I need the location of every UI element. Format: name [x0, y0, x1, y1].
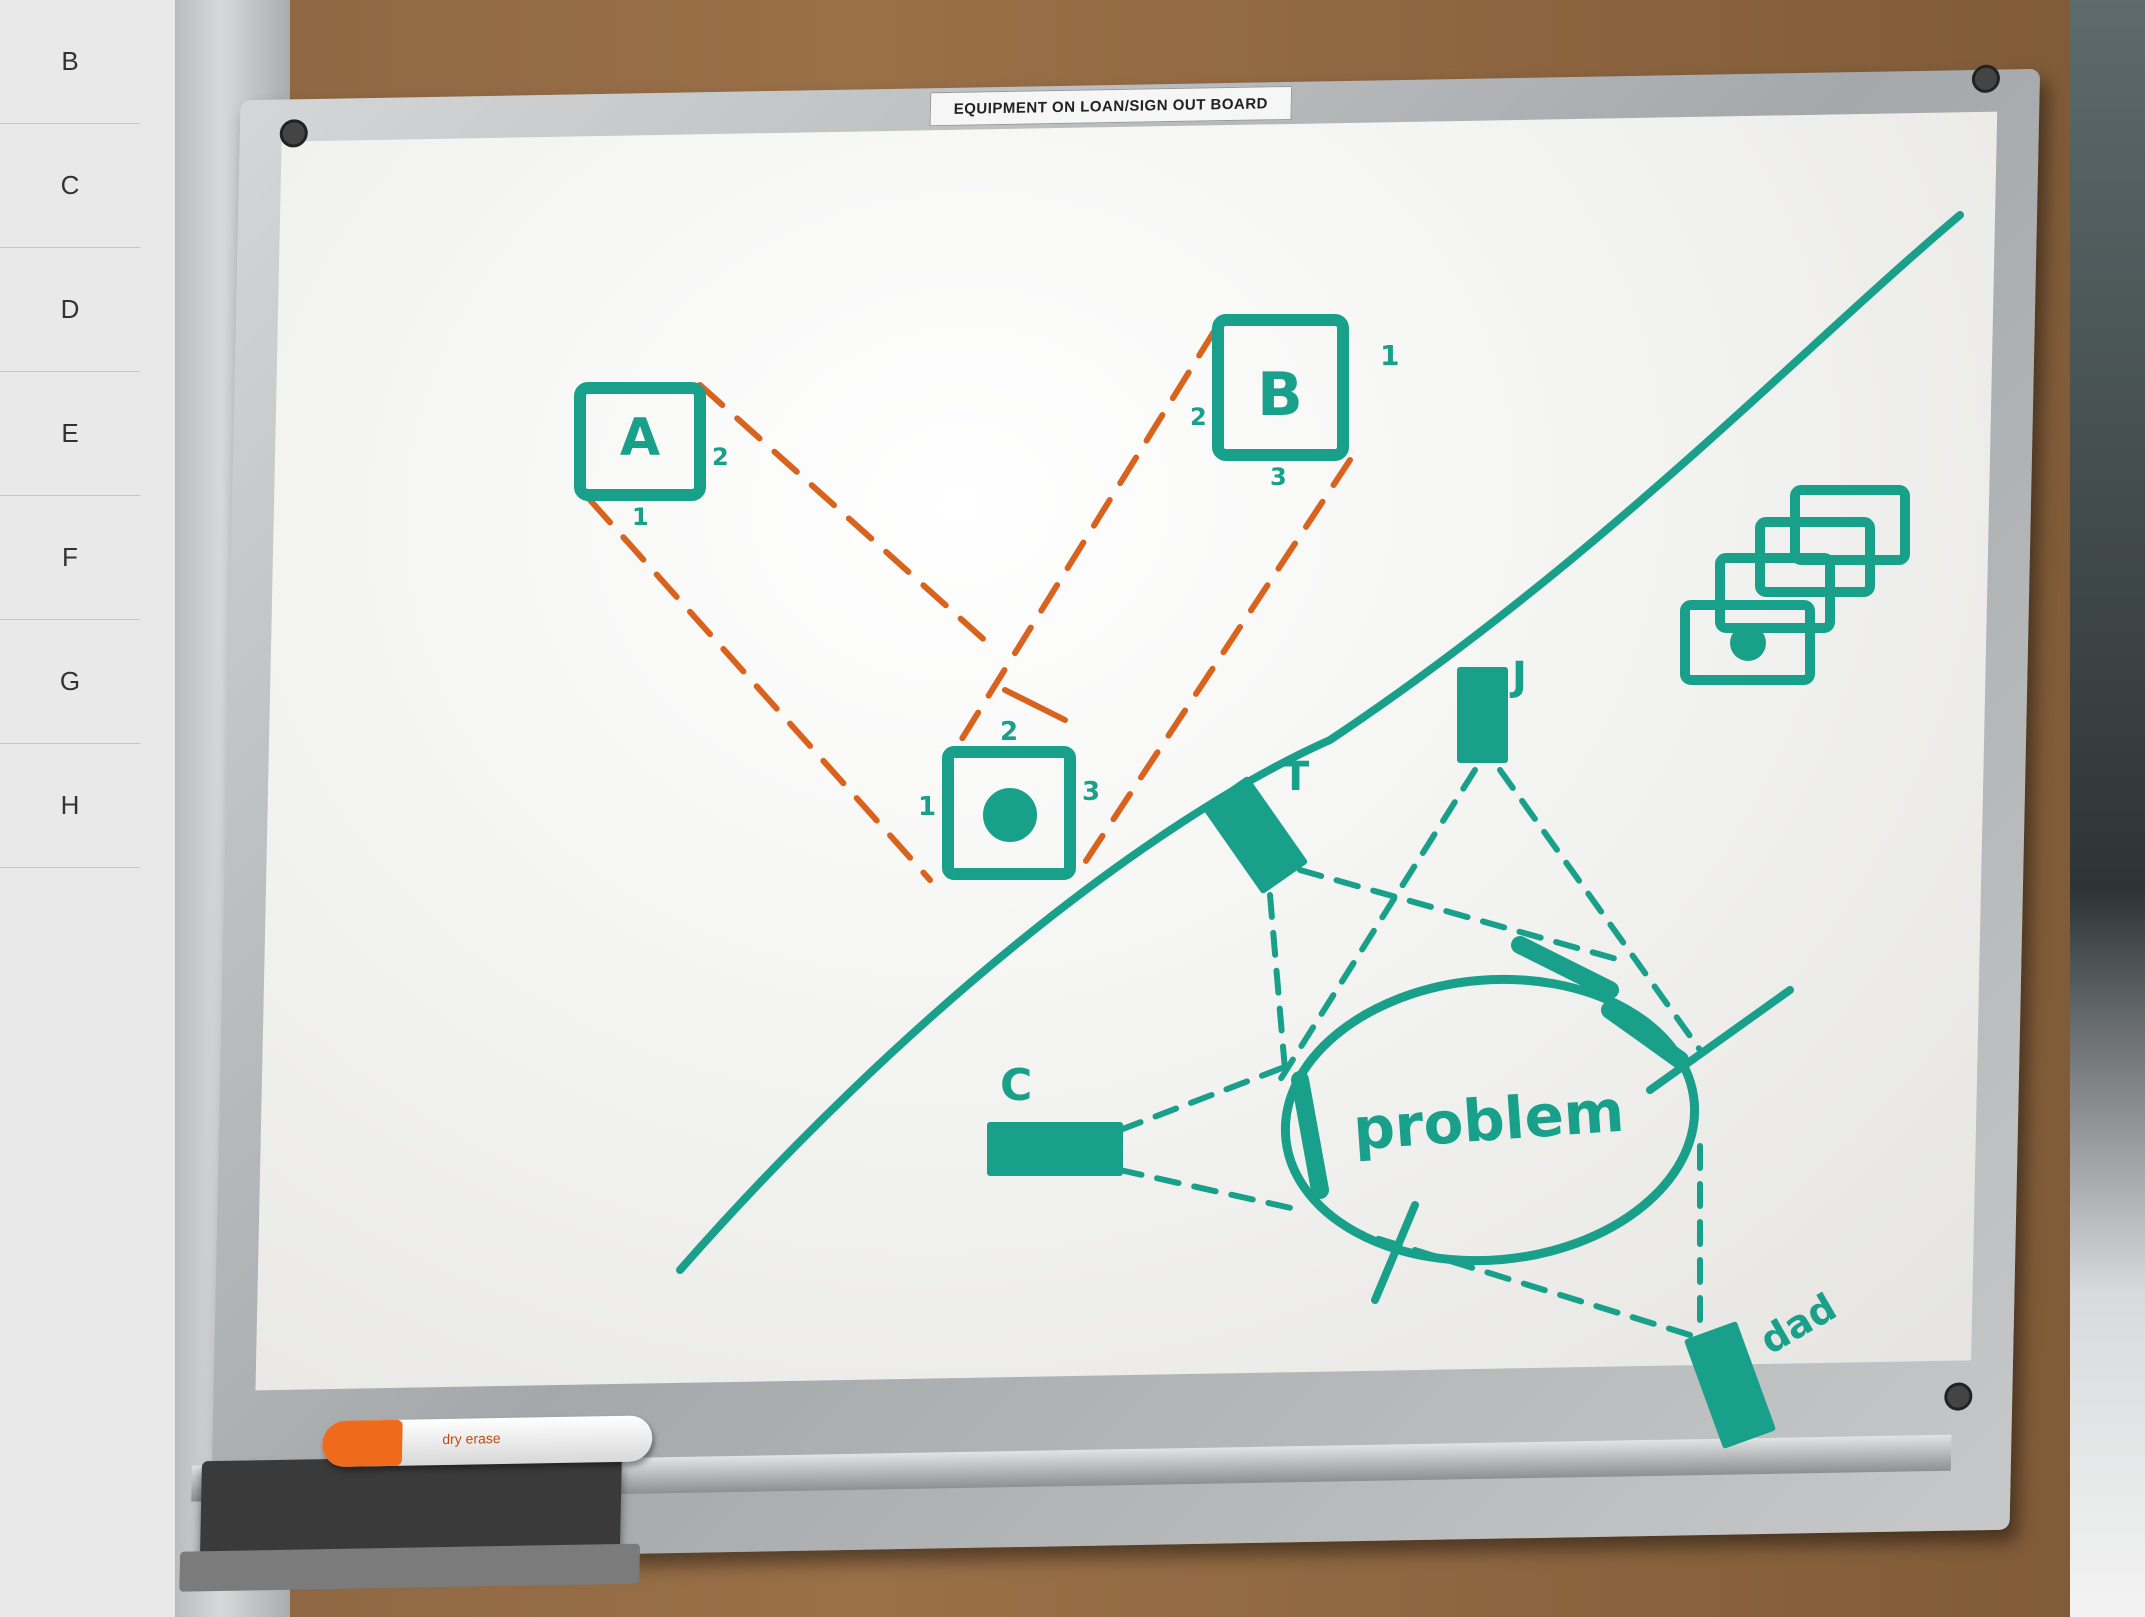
teal-dashed-line [1347, 1227, 1693, 1338]
dividing-curve [676, 211, 1964, 1274]
teal-dashed-line [1297, 867, 1623, 963]
occluder-line [1371, 1201, 1419, 1304]
label-c: C [1000, 1060, 1032, 1111]
problem-area [1280, 974, 1700, 1266]
orange-dashed-line [1077, 457, 1353, 873]
label-a-right: 2 [712, 443, 729, 471]
problem-label: problem [1351, 1077, 1626, 1164]
background-room [2070, 0, 2145, 1617]
label-t: T [1282, 754, 1310, 800]
teal-dashed-line [1117, 1062, 1293, 1133]
teal-dashed-line [1497, 767, 1703, 1053]
chart-row-e: E [0, 372, 140, 496]
orange-dashed-line [952, 327, 1218, 753]
label-j: J [1509, 654, 1527, 700]
chart-row-c: C [0, 124, 140, 248]
occluder [1511, 936, 1619, 999]
card-stack [1715, 553, 1835, 633]
center-dot [983, 788, 1037, 842]
label-a-bottom: 1 [632, 503, 649, 531]
label-center-top: 2 [1000, 717, 1018, 747]
occluder-line [1646, 986, 1794, 1094]
teal-dashed-line [1267, 892, 1288, 1073]
orange-line [1002, 687, 1068, 723]
label-b-left: 2 [1190, 403, 1207, 431]
card-stack [1680, 600, 1815, 685]
orange-dashed-line [587, 497, 933, 883]
camera-d [1684, 1321, 1776, 1449]
box-a [574, 382, 706, 501]
chart-row-b: B [0, 0, 140, 124]
box-a-label: A [620, 408, 660, 468]
orange-dashed-line [697, 382, 993, 648]
chart-row-h: H [0, 744, 140, 868]
chart-row-d: D [0, 248, 140, 372]
teal-dashed-line [1277, 767, 1478, 1083]
label-b-right: 1 [1380, 339, 1399, 372]
chart-row-g: G [0, 620, 140, 744]
camera-t [1202, 776, 1308, 894]
teal-dashed-line [1117, 1167, 1303, 1213]
label-center-left: 1 [918, 792, 936, 822]
box-b [1212, 314, 1349, 461]
side-chart-rows: B C D E F G H [0, 0, 140, 1617]
chart-row-f: F [0, 496, 140, 620]
camera-j [1457, 667, 1508, 763]
label-b-bottom: 3 [1270, 463, 1287, 491]
label-d: dad [1753, 1285, 1844, 1363]
card-dot [1730, 625, 1766, 661]
camera-c [987, 1122, 1123, 1176]
occluder [1291, 1071, 1329, 1199]
occluder [1601, 1001, 1689, 1069]
label-center-right: 3 [1082, 777, 1100, 807]
box-center [942, 746, 1076, 880]
box-b-label: B [1257, 360, 1303, 430]
